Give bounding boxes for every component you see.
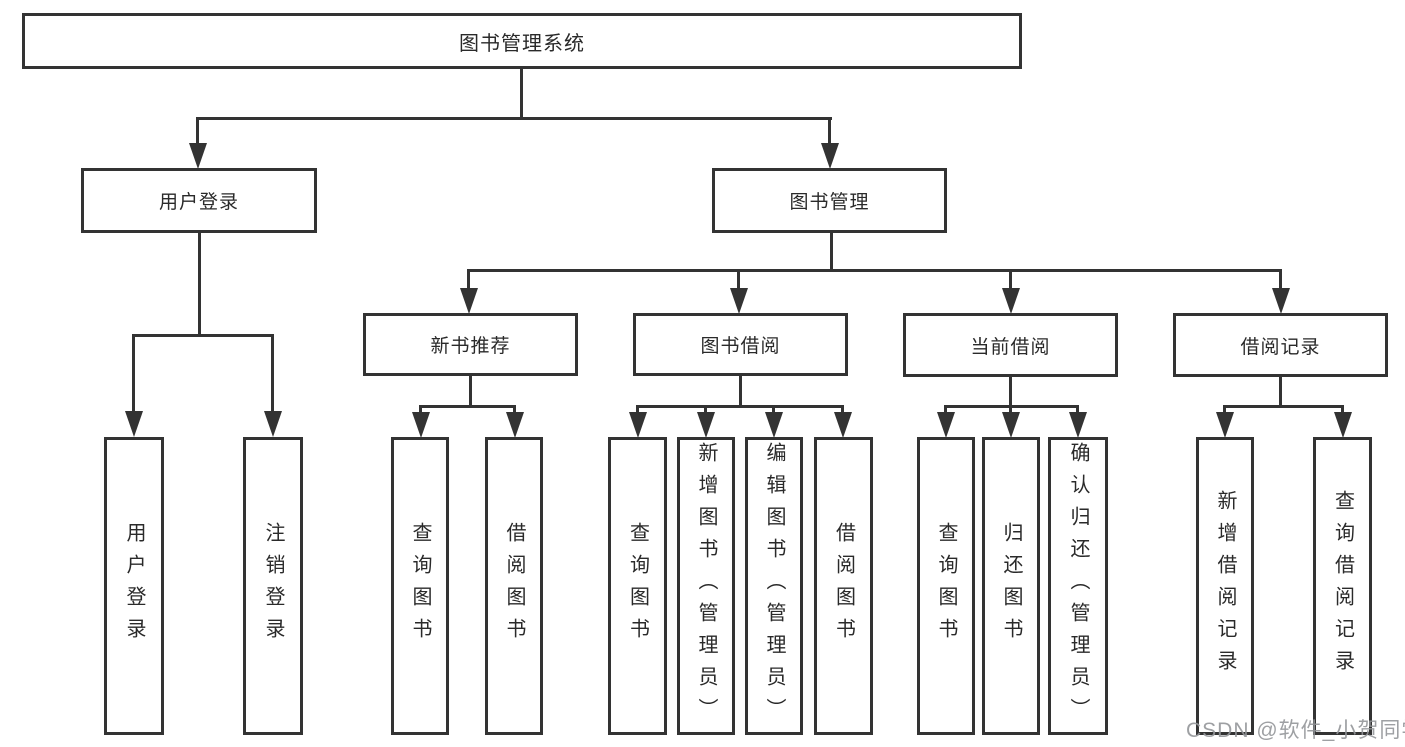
connector-drop-new-book [467, 269, 470, 289]
node-label: 用户登录 [158, 192, 239, 213]
node-label: 当前借阅 [970, 336, 1051, 358]
leaf-label: 确认归还（管理员） [1067, 442, 1089, 730]
connector-drop-current-borrow [1009, 269, 1012, 289]
connector-book-borrow-bus [636, 405, 844, 408]
node-label: 借阅记录 [1240, 336, 1321, 358]
leaf-label: 查询图书 [626, 522, 649, 650]
arrowhead-bb-edit [765, 412, 783, 438]
arrowhead-bb-add [697, 412, 715, 438]
connector-drop-book-management [828, 117, 831, 146]
leaf-bb-add-book-admin: 新增图书（管理员） [677, 437, 735, 735]
leaf-cb-return-books: 归还图书 [982, 437, 1040, 735]
connector-drop-bb-borrow [841, 405, 844, 414]
leaf-label: 用户登录 [123, 522, 145, 650]
arrowhead-borrow-records [1272, 288, 1290, 314]
arrowhead-current-borrow [1002, 288, 1020, 314]
arrowhead-nb-query [412, 412, 430, 438]
connector-book-borrow-stem [739, 375, 742, 408]
connector-drop-leaf-logout [271, 334, 274, 412]
arrowhead-br-query [1334, 412, 1352, 438]
node-book-borrowing: 图书借阅 [633, 313, 848, 376]
leaf-bb-borrow-books: 借阅图书 [814, 437, 873, 735]
connector-drop-borrow-records [1279, 269, 1282, 289]
connector-sections-bus [467, 269, 1282, 272]
connector-drop-book-borrow [737, 269, 740, 289]
arrowhead-user-login [189, 143, 207, 169]
connector-drop-br-add [1223, 405, 1226, 414]
arrowhead-new-book [460, 288, 478, 314]
leaf-cb-confirm-return-admin: 确认归还（管理员） [1048, 437, 1108, 735]
connector-drop-bb-query [636, 405, 639, 414]
connector-drop-cb-confirm [1076, 405, 1079, 414]
connector-drop-cb-return [1009, 405, 1012, 414]
connector-user-login-bus [132, 334, 274, 337]
leaf-logout: 注销登录 [243, 437, 303, 735]
connector-borrow-records-bus [1223, 405, 1344, 408]
arrowhead-nb-borrow [506, 412, 524, 438]
node-current-borrowing: 当前借阅 [903, 313, 1118, 377]
connector-book-management-stem [830, 232, 833, 272]
leaf-cb-query-books: 查询图书 [917, 437, 975, 735]
leaf-label: 归还图书 [1000, 522, 1022, 650]
connector-drop-cb-query [944, 405, 947, 414]
connector-drop-nb-query [419, 405, 422, 414]
connector-new-book-stem [469, 375, 472, 408]
node-label: 图书借阅 [700, 336, 781, 357]
leaf-bb-query-books: 查询图书 [608, 437, 667, 735]
arrowhead-br-add [1216, 412, 1234, 438]
csdn-watermark: CSDN @软件_小贺同学 [1186, 719, 1405, 742]
connector-user-login-stem [198, 233, 201, 337]
arrowhead-cb-return [1002, 412, 1020, 438]
connector-borrow-records-stem [1279, 377, 1282, 408]
node-library-management-system: 图书管理系统 [22, 13, 1022, 69]
leaf-br-query-record: 查询借阅记录 [1313, 437, 1372, 735]
leaf-bb-edit-book-admin: 编辑图书（管理员） [745, 437, 803, 735]
arrowhead-cb-query [937, 412, 955, 438]
node-user-login: 用户登录 [81, 168, 317, 233]
leaf-label: 查询图书 [935, 522, 957, 650]
connector-drop-bb-add [704, 405, 707, 414]
arrowhead-book-management [821, 143, 839, 169]
leaf-label: 新增图书（管理员） [695, 442, 717, 730]
connector-drop-br-query [1341, 405, 1344, 414]
node-label: 图书管理 [789, 192, 870, 213]
leaf-label: 查询图书 [409, 522, 431, 650]
leaf-nb-query-books: 查询图书 [391, 437, 449, 735]
leaf-label: 注销登录 [262, 522, 284, 650]
node-new-book-recommend: 新书推荐 [363, 313, 578, 376]
connector-level2-bus [196, 117, 832, 120]
leaf-nb-borrow-books: 借阅图书 [485, 437, 543, 735]
connector-root-stem [520, 69, 523, 118]
connector-current-borrow-stem [1009, 377, 1012, 408]
connector-drop-nb-borrow [513, 405, 516, 414]
arrowhead-leaf-logout [264, 411, 282, 437]
leaf-label: 借阅图书 [832, 522, 855, 650]
leaf-label: 新增借阅记录 [1214, 490, 1236, 682]
connector-drop-user-login [196, 117, 199, 146]
leaf-label: 借阅图书 [503, 522, 525, 650]
node-borrowing-records: 借阅记录 [1173, 313, 1388, 377]
arrowhead-book-borrow [730, 288, 748, 314]
leaf-label: 查询借阅记录 [1331, 490, 1354, 682]
node-book-management: 图书管理 [712, 168, 947, 233]
node-label: 图书管理系统 [459, 32, 585, 55]
arrowhead-bb-query [629, 412, 647, 438]
node-label: 新书推荐 [430, 336, 511, 357]
arrowhead-bb-borrow [834, 412, 852, 438]
leaf-br-add-record: 新增借阅记录 [1196, 437, 1254, 735]
leaf-label: 编辑图书（管理员） [763, 442, 785, 730]
arrowhead-cb-confirm [1069, 412, 1087, 438]
leaf-user-login: 用户登录 [104, 437, 164, 735]
connector-drop-leaf-login [132, 334, 135, 412]
connector-drop-bb-edit [772, 405, 775, 414]
connector-new-book-bus [419, 405, 516, 408]
arrowhead-leaf-login [125, 411, 143, 437]
